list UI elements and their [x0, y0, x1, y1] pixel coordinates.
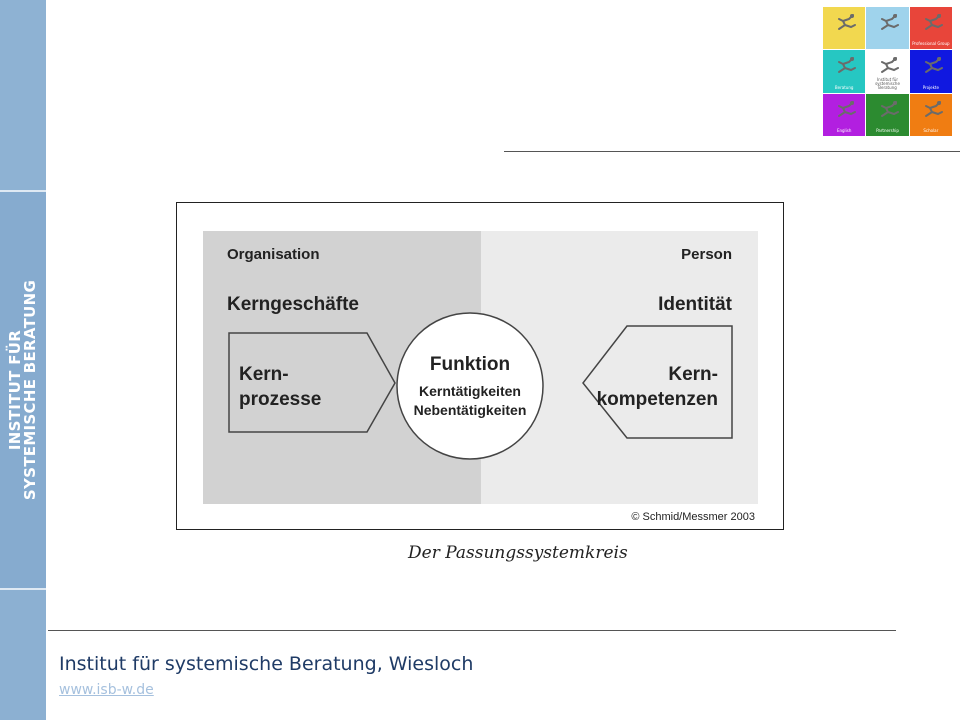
logo-tile-label: English [836, 127, 852, 133]
logo-tile: English [823, 93, 866, 136]
jumping-figure-icon [838, 100, 856, 117]
diagram-caption: Der Passungssystemkreis [408, 543, 628, 563]
nebentaetigkeiten-label: Nebentätigkeiten [414, 402, 527, 418]
sidebar-bottom-segment [0, 590, 46, 720]
kernkompetenzen-arrow-shape [582, 325, 733, 439]
footer-institute-name: Institut für systemische Beratung, Wiesl… [59, 653, 474, 675]
logo-tile: Scholar [909, 93, 952, 136]
jumping-figure-icon [924, 14, 943, 30]
jumping-figure-icon [881, 14, 900, 30]
jumping-figure-icon [924, 100, 943, 117]
logo-tile [866, 7, 909, 50]
logo-tile [823, 7, 866, 50]
logo-tile-label: Professional Group [912, 41, 950, 47]
kernkompetenzen-line1: Kern- [668, 364, 718, 385]
kernkompetenzen-line2: kompetenzen [597, 389, 718, 410]
funktion-title: Funktion [430, 354, 510, 375]
sidebar-divider [0, 588, 46, 590]
logo-tile: Professional Group [909, 7, 952, 50]
jumping-figure-icon [881, 57, 900, 74]
diagram-canvas: Organisation Person Kerngeschäfte Identi… [203, 231, 758, 523]
website-link[interactable]: www.isb-w.de [59, 682, 154, 698]
sidebar-divider [0, 190, 46, 192]
organisation-heading: Organisation [227, 246, 320, 263]
header-divider [504, 151, 960, 152]
kernprozesse-arrow-shape [228, 332, 396, 433]
copyright-note: © Schmid/Messmer 2003 [631, 511, 755, 523]
jumping-figure-icon [838, 14, 856, 30]
logo-tile-label: Scholar [923, 127, 939, 133]
kerntaetigkeiten-label: Kerntätigkeiten [419, 383, 521, 399]
kernprozesse-line2: prozesse [239, 389, 321, 410]
funktion-circle [396, 312, 544, 460]
sidebar-title-line2: SYSTEMISCHE BERATUNG [21, 279, 39, 501]
jumping-figure-icon [838, 57, 856, 74]
jumping-figure-icon [924, 57, 943, 74]
logo-tile-label: Beratung [834, 84, 854, 90]
logo-tile: Partnership [866, 93, 909, 136]
sidebar-title: INSTITUT FÜR SYSTEMISCHE BERATUNG [6, 279, 39, 501]
passungssystemkreis-diagram: Organisation Person Kerngeschäfte Identi… [176, 202, 784, 530]
kernprozesse-line1: Kern- [239, 364, 289, 385]
logo-tile-label: Institut für systemische Beratung [875, 76, 900, 90]
identitaet-label: Identität [658, 294, 733, 315]
sidebar-top-segment [0, 0, 46, 190]
logo-tile: Beratung [823, 50, 866, 93]
jumping-figure-icon [881, 100, 900, 117]
sidebar-middle-segment [0, 192, 46, 588]
logo-tile: Projekte [909, 50, 952, 93]
logo-tile-label: Partnership [876, 127, 899, 133]
logo-tile: Institut für systemische Beratung [866, 50, 909, 93]
sidebar: INSTITUT FÜR SYSTEMISCHE BERATUNG [0, 0, 46, 720]
footer-divider [48, 630, 896, 631]
logo-tile-label: Projekte [922, 84, 939, 90]
kerngeschaefte-label: Kerngeschäfte [227, 294, 359, 315]
person-heading: Person [681, 246, 732, 263]
